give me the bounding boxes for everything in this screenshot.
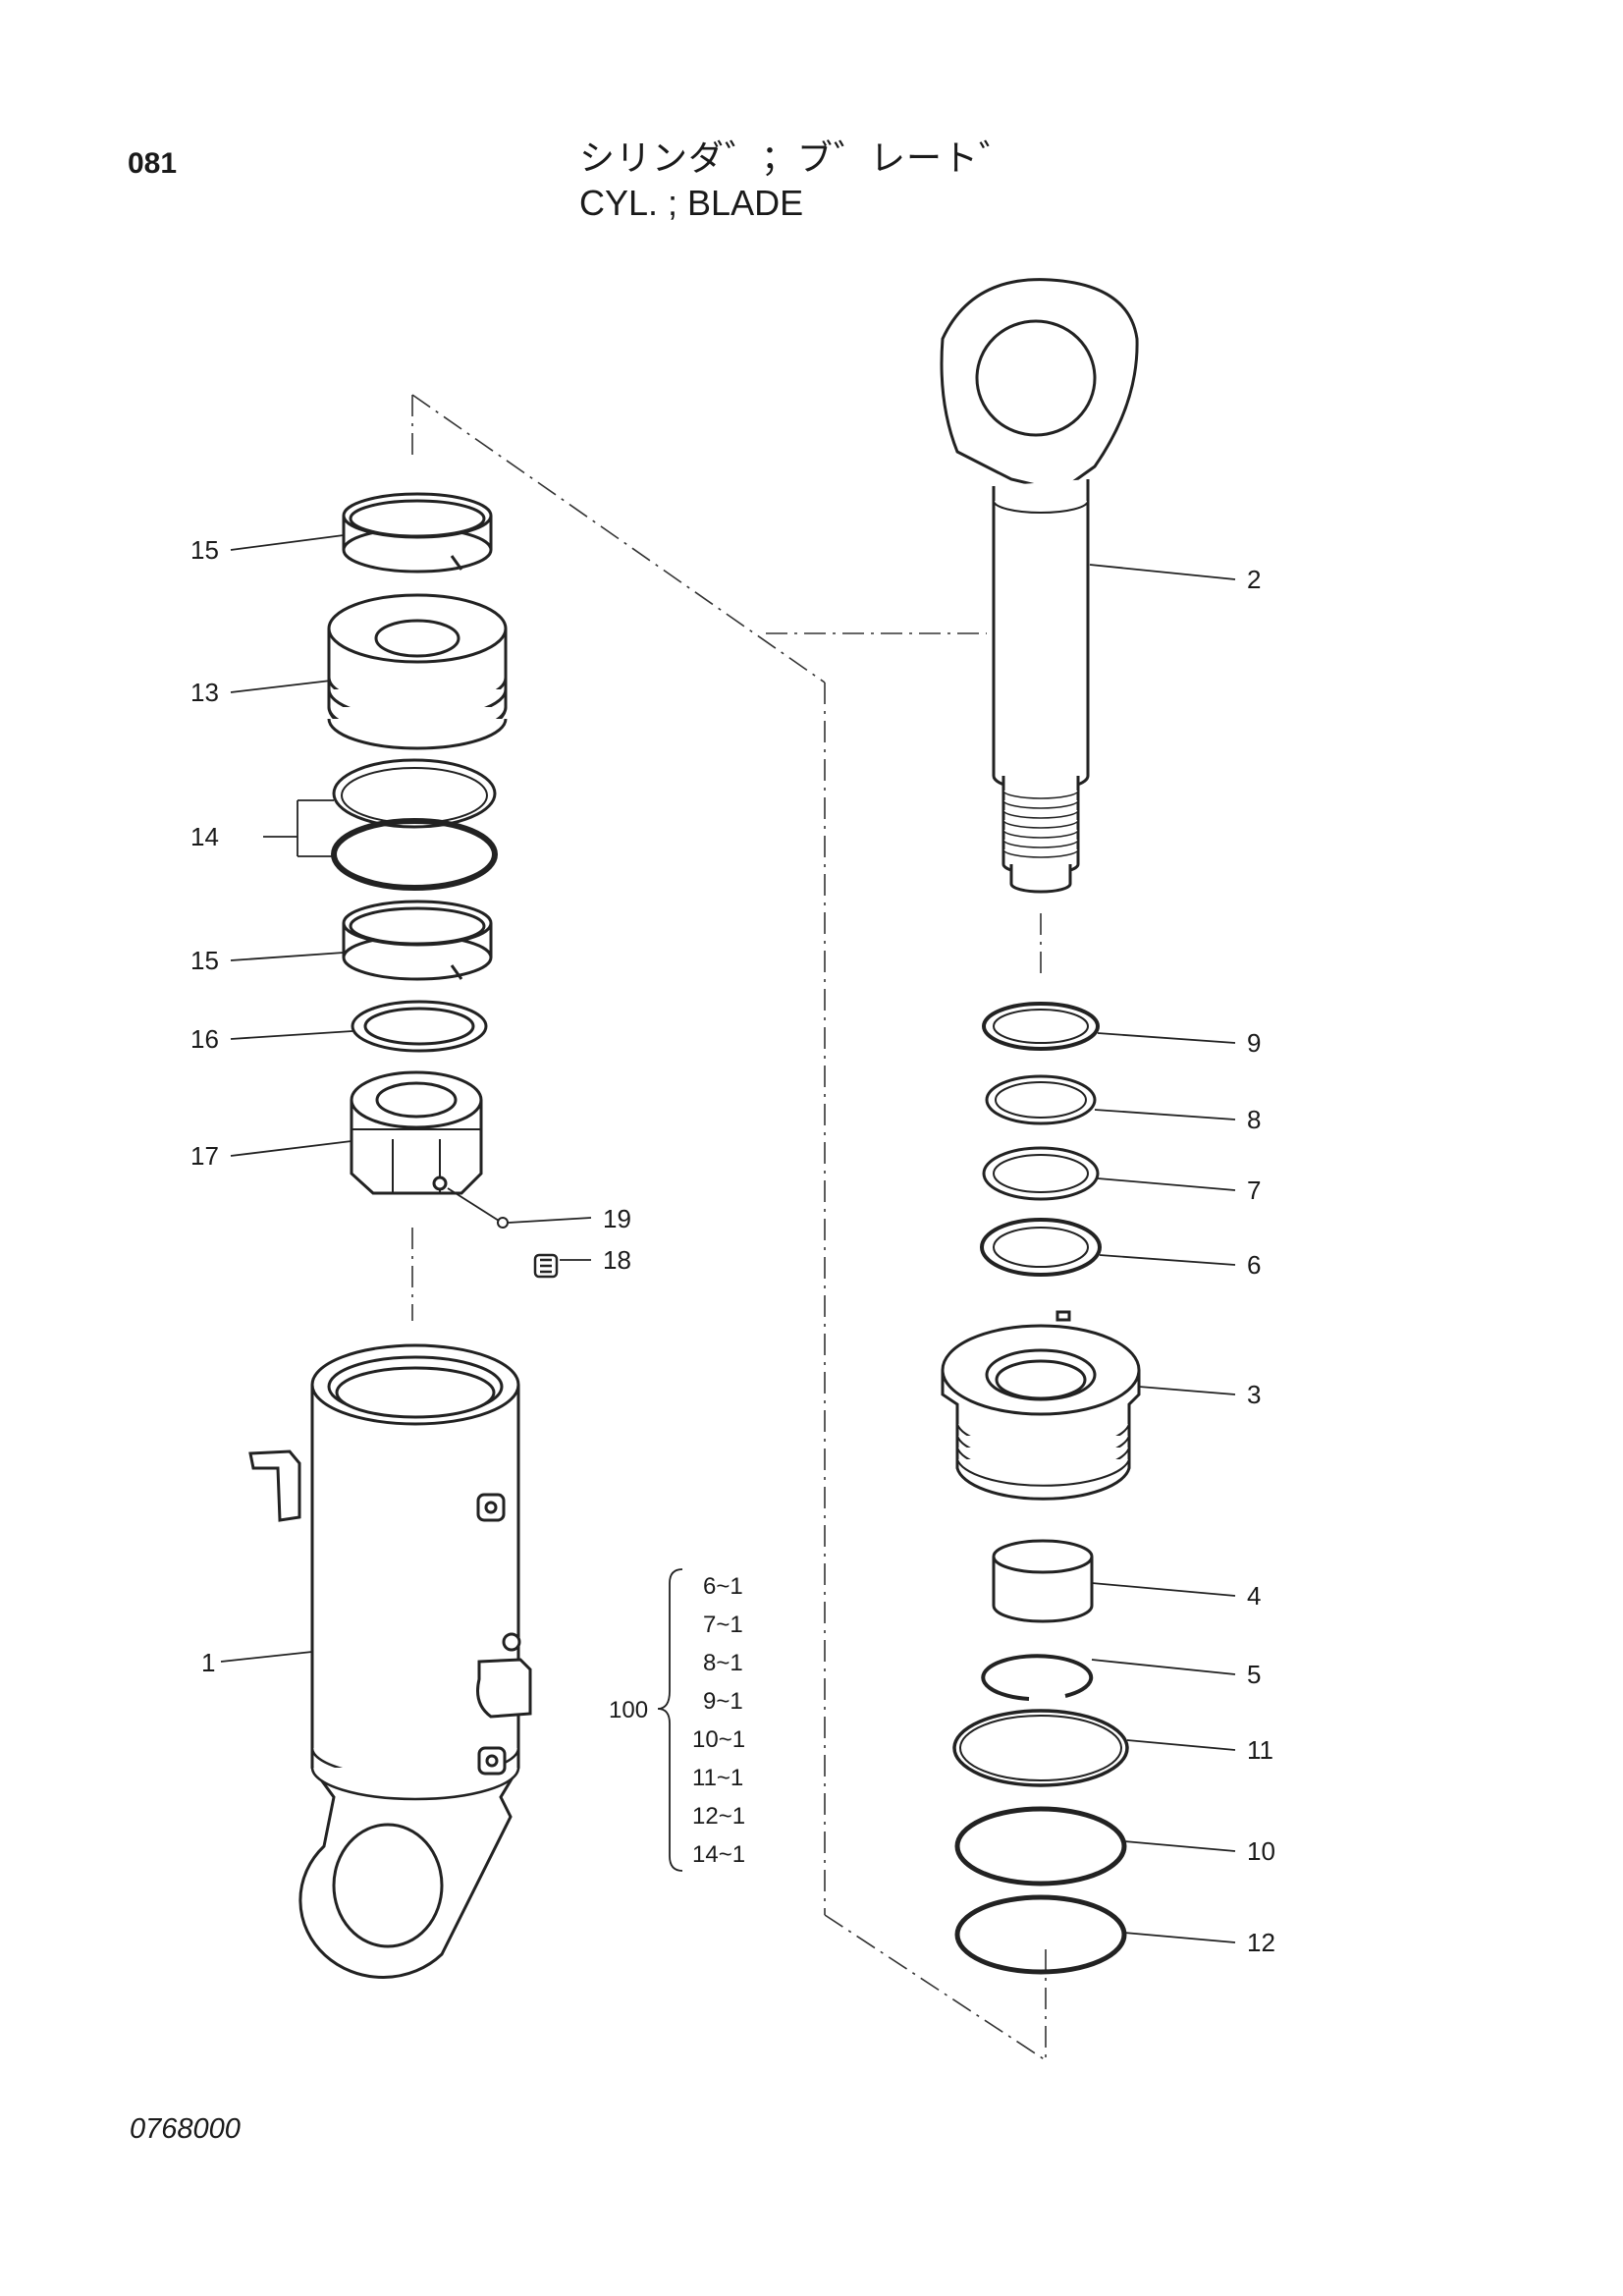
seal-part-7 (982, 1146, 1100, 1201)
callout-1: 1 (201, 1648, 215, 1677)
callout-10: 10 (1247, 1836, 1275, 1866)
kit-item: 14~1 (692, 1841, 745, 1868)
page-number: 081 (128, 147, 178, 180)
callout-5: 5 (1247, 1660, 1261, 1689)
callout-18: 18 (603, 1245, 631, 1275)
callout-15-top: 15 (190, 535, 219, 565)
kit-item: 12~1 (692, 1803, 745, 1830)
o-ring-part-10 (954, 1806, 1127, 1886)
rod-cover-part-3 (941, 1310, 1141, 1501)
bushing-part-4 (992, 1539, 1094, 1623)
seal-set-part-14 (331, 758, 498, 891)
kit-item: 9~1 (703, 1688, 743, 1715)
callout-3: 3 (1247, 1380, 1261, 1409)
seal-part-9 (982, 1002, 1100, 1051)
callout-15-lower: 15 (190, 946, 219, 975)
callout-4: 4 (1247, 1581, 1261, 1611)
callout-6: 6 (1247, 1250, 1261, 1280)
seal-kit-100-list: 100 6~1 7~1 8~1 9~1 10~1 11~1 12~1 14~1 (609, 1573, 745, 1868)
callout-19: 19 (603, 1204, 631, 1233)
kit-item: 11~1 (692, 1765, 743, 1791)
kit-item: 8~1 (703, 1650, 743, 1676)
ball-part-19 (497, 1217, 509, 1229)
callout-13: 13 (190, 678, 219, 707)
page-title-japanese: シリンダ゛；ブ゛レート゛ (579, 138, 1016, 179)
leader-lines (220, 534, 1236, 1943)
piston-part-13 (327, 593, 508, 750)
wear-ring-part-15-top (342, 492, 493, 574)
kit-item: 10~1 (692, 1726, 745, 1753)
backup-ring-part-11 (952, 1709, 1129, 1787)
callout-11: 11 (1247, 1735, 1273, 1765)
callout-labels: 15 13 14 15 16 17 19 18 1 2 9 8 7 6 3 4 … (190, 535, 1275, 1957)
callout-2: 2 (1247, 565, 1261, 594)
drawing-code: 0768000 (130, 2113, 241, 2145)
nut-part-17 (350, 1070, 483, 1195)
snap-ring-part-5 (981, 1654, 1094, 1701)
kit-item: 7~1 (703, 1612, 743, 1638)
callout-7: 7 (1247, 1175, 1261, 1205)
callout-16: 16 (190, 1024, 219, 1054)
ring-part-8 (985, 1074, 1097, 1125)
page-title-english: CYL. ; BLADE (579, 183, 804, 223)
kit-number: 100 (609, 1697, 648, 1723)
callout-17: 17 (190, 1141, 219, 1171)
piston-rod-part-2 (940, 278, 1139, 894)
callout-8: 8 (1247, 1105, 1261, 1134)
washer-part-16 (351, 1000, 488, 1053)
o-ring-part-12 (954, 1894, 1127, 1975)
callout-9: 9 (1247, 1028, 1261, 1058)
callout-12: 12 (1247, 1928, 1275, 1957)
callout-14: 14 (190, 822, 219, 851)
cylinder-tube-part-1 (248, 1343, 532, 1979)
seal-part-6 (980, 1218, 1102, 1277)
plug-part-18 (533, 1253, 559, 1279)
wear-ring-part-15-lower (342, 900, 493, 981)
kit-item: 6~1 (703, 1573, 743, 1600)
assembly-guide-lines (411, 394, 1047, 2061)
